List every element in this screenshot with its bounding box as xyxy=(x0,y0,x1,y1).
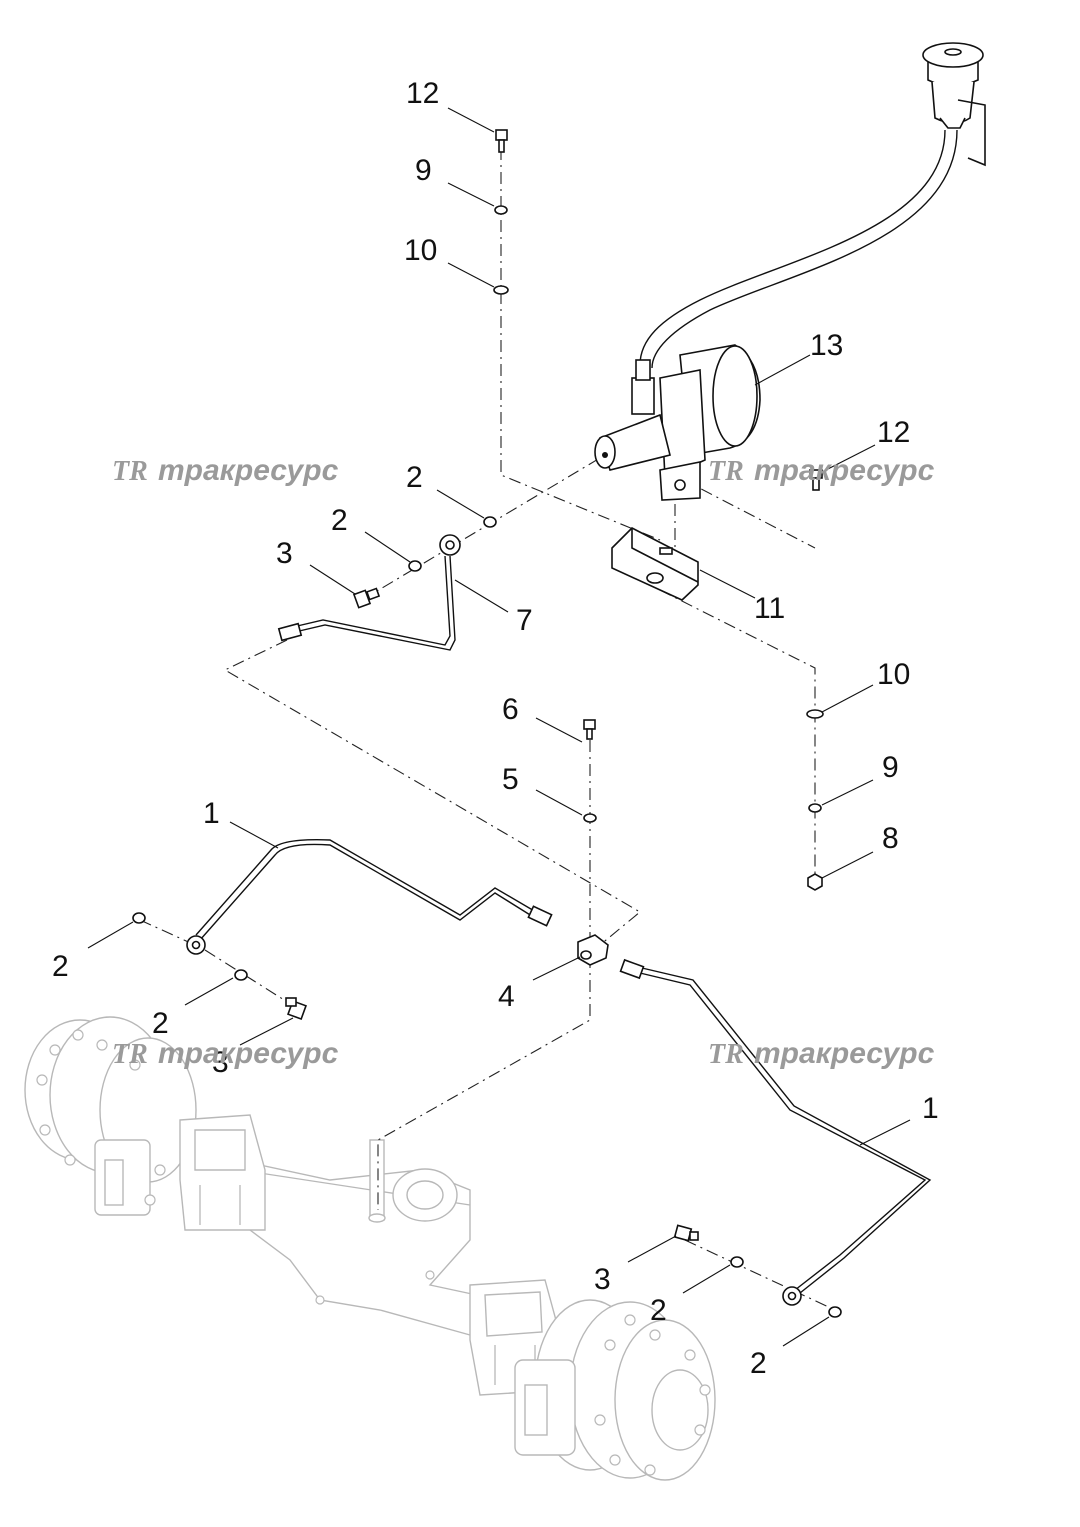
callout-13: 13 xyxy=(810,329,843,362)
watermark-text: тракресурс xyxy=(754,454,935,487)
bolt-6 xyxy=(583,719,596,740)
lock-washer-9-top xyxy=(494,205,508,215)
callout-10-right: 10 xyxy=(877,658,910,691)
watermark-text: тракресурс xyxy=(754,1037,935,1070)
banjo-bolt-3-a xyxy=(352,587,381,609)
bolt-12-top xyxy=(495,129,508,153)
watermark-2: TR тракресурс xyxy=(708,454,935,487)
fluid-reservoir xyxy=(922,42,986,167)
callout-2-upper-a: 2 xyxy=(406,461,423,494)
mounting-bracket xyxy=(611,527,699,601)
callout-4: 4 xyxy=(498,980,515,1013)
callout-9-right: 9 xyxy=(882,751,899,784)
nut-8 xyxy=(807,873,823,891)
leader-lines xyxy=(87,107,911,1347)
lock-washer-9-right xyxy=(808,803,822,813)
tee-fitting xyxy=(577,934,609,966)
callout-11: 11 xyxy=(754,592,785,625)
axle-assembly xyxy=(24,1016,716,1481)
seal-washer-2-a xyxy=(483,516,497,528)
watermark-text: тракресурс xyxy=(158,1037,339,1070)
watermark-3: TR тракресурс xyxy=(112,1037,339,1070)
callouts: 12 9 10 13 12 2 2 3 7 11 10 6 5 9 8 1 2 … xyxy=(52,77,939,1380)
callout-2-right-b: 2 xyxy=(750,1347,767,1380)
brake-pipe-1-left xyxy=(186,839,553,955)
callout-2-right-a: 2 xyxy=(650,1294,667,1327)
banjo-bolt-3-c xyxy=(673,1224,699,1242)
watermark-logo: TR xyxy=(708,1039,744,1070)
washer-10-right xyxy=(806,709,824,719)
callout-2-left-a: 2 xyxy=(52,950,69,983)
seal-washer-2-e xyxy=(730,1256,744,1268)
callout-3-left: 3 xyxy=(212,1046,229,1079)
callout-2-left-b: 2 xyxy=(152,1007,169,1040)
seal-washer-2-d xyxy=(234,969,248,981)
watermark-4: TR тракресурс xyxy=(708,1037,935,1070)
watermark-logo: TR xyxy=(112,456,148,487)
callout-8: 8 xyxy=(882,822,899,855)
washer-10-top xyxy=(493,285,509,295)
assembly-centerlines xyxy=(139,148,836,1311)
watermark-1: TR тракресурс xyxy=(112,454,339,487)
callout-12-right: 12 xyxy=(877,416,910,449)
watermark-logo: TR xyxy=(708,456,744,487)
brake-pipe-1-right xyxy=(619,958,932,1306)
callout-12-top: 12 xyxy=(406,77,439,110)
callout-3-right: 3 xyxy=(594,1263,611,1296)
callout-7: 7 xyxy=(516,604,533,637)
master-cylinder xyxy=(594,344,761,501)
watermark-logo: TR xyxy=(112,1039,148,1070)
callout-3-upper: 3 xyxy=(276,537,293,570)
seal-washer-2-b xyxy=(408,560,422,572)
watermark-text: тракресурс xyxy=(158,454,339,487)
reservoir-hose xyxy=(639,129,958,369)
callout-5: 5 xyxy=(502,763,519,796)
callout-6: 6 xyxy=(502,693,519,726)
callout-1-left: 1 xyxy=(203,797,220,830)
banjo-bolt-3-b xyxy=(285,997,307,1020)
callout-9-top: 9 xyxy=(415,154,432,187)
seal-washer-2-c xyxy=(132,912,146,924)
callout-2-upper-b: 2 xyxy=(331,504,348,537)
brake-pipe-7 xyxy=(277,534,461,651)
lock-washer-5 xyxy=(583,813,597,823)
watermarks: TR тракресурс TR тракресурс TR тракресур… xyxy=(112,454,935,1070)
seal-washer-2-f xyxy=(828,1306,842,1318)
hardware xyxy=(132,129,842,1318)
callout-10-top: 10 xyxy=(404,234,437,267)
bolt-12-right xyxy=(809,469,823,491)
callout-1-right: 1 xyxy=(922,1092,939,1125)
